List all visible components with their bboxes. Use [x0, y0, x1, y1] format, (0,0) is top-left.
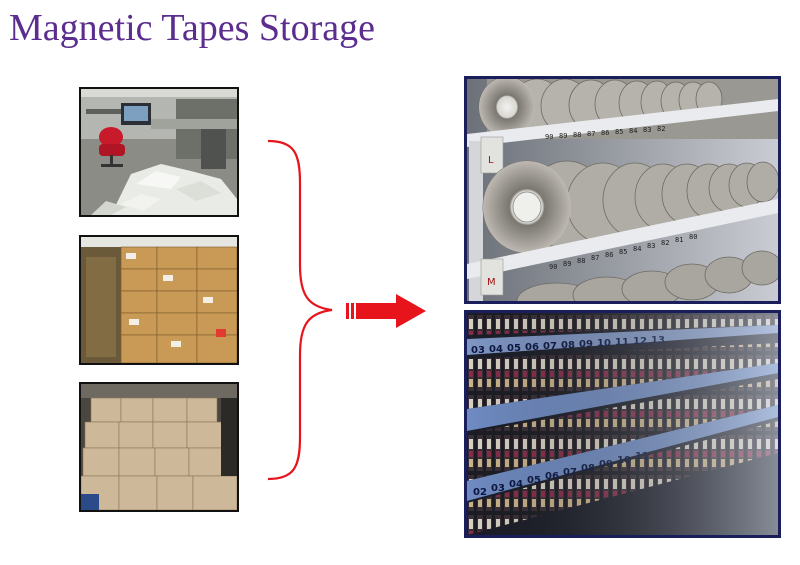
tape-reel-rack-photo: 90 89 88 87 86 85 84 83 82 L: [464, 76, 781, 304]
svg-text:85: 85: [619, 248, 627, 256]
svg-text:83: 83: [643, 126, 651, 134]
svg-text:89: 89: [563, 260, 571, 268]
svg-text:87: 87: [587, 130, 595, 138]
svg-text:90: 90: [549, 263, 557, 271]
svg-text:81: 81: [675, 236, 683, 244]
svg-text:84: 84: [633, 245, 641, 253]
svg-text:87: 87: [591, 254, 599, 262]
shelf-rail-numbers-top: 90 89 88 87 86 85 84 83 82: [545, 125, 665, 141]
svg-text:86: 86: [601, 129, 609, 137]
svg-text:85: 85: [615, 128, 623, 136]
svg-text:88: 88: [577, 257, 585, 265]
shelf-rail-numbers-bottom: 90 89 88 87 86 85 84 83 82 81 80: [549, 233, 697, 271]
svg-text:82: 82: [657, 125, 665, 133]
stacked-boxes-room-photo: [79, 382, 239, 512]
shelf-label-m: M: [487, 277, 496, 288]
right-arrow-icon: [346, 294, 426, 328]
office-paper-mess-photo: [79, 87, 239, 217]
bracket-connector: [267, 139, 426, 481]
svg-text:89: 89: [559, 132, 567, 140]
svg-text:90: 90: [545, 133, 553, 141]
svg-text:86: 86: [605, 251, 613, 259]
tape-cartridge-shelves-photo: 03 04 05 06 07 08 09 10 11 12 13 02 03 0…: [464, 310, 781, 538]
svg-text:88: 88: [573, 131, 581, 139]
svg-text:82: 82: [661, 239, 669, 247]
svg-text:83: 83: [647, 242, 655, 250]
svg-text:80: 80: [689, 233, 697, 241]
page-title: Magnetic Tapes Storage: [9, 7, 375, 49]
shelf-label-l: L: [488, 155, 494, 166]
svg-text:84: 84: [629, 127, 637, 135]
curly-brace-shape: [267, 139, 333, 481]
boxes-warehouse-photo: [79, 235, 239, 365]
